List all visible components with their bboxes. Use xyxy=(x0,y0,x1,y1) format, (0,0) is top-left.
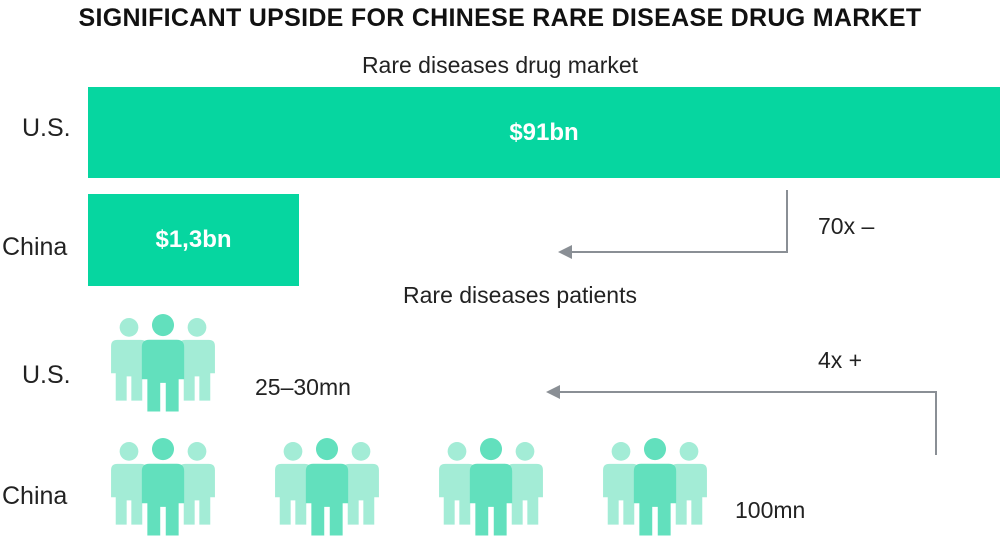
people-group-icon xyxy=(603,438,707,536)
patients-label-china: China xyxy=(2,482,68,510)
bar-china: $1,3bn xyxy=(88,194,299,286)
people-group-icon xyxy=(439,438,543,536)
people-group-icon xyxy=(275,438,379,536)
patients-value-label-china: 100mn xyxy=(735,497,806,523)
patients-arrow-line xyxy=(560,391,937,455)
bar-value-label-us: $91bn xyxy=(509,118,579,146)
market-ratio-annotation: 70x – xyxy=(818,213,875,239)
market-label-us: U.S. xyxy=(22,114,71,142)
patients-label-us: U.S. xyxy=(22,361,71,389)
page-title: SIGNIFICANT UPSIDE FOR CHINESE RARE DISE… xyxy=(78,4,922,32)
people-group-icon xyxy=(111,314,215,412)
market-label-china: China xyxy=(2,233,68,261)
patients-value-label-us: 25–30mn xyxy=(255,374,351,400)
patients-arrowhead xyxy=(546,385,560,399)
bar-value-label-china: $1,3bn xyxy=(155,226,232,253)
market-arrowhead xyxy=(558,245,572,259)
people-group-icon xyxy=(111,438,215,536)
market-arrow-line xyxy=(570,190,788,253)
market-chart-title: Rare diseases drug market xyxy=(361,52,639,78)
patients-ratio-annotation: 4x + xyxy=(818,347,863,373)
bar-us: $91bn xyxy=(88,87,1000,178)
patients-chart-title: Rare diseases patients xyxy=(403,282,637,308)
